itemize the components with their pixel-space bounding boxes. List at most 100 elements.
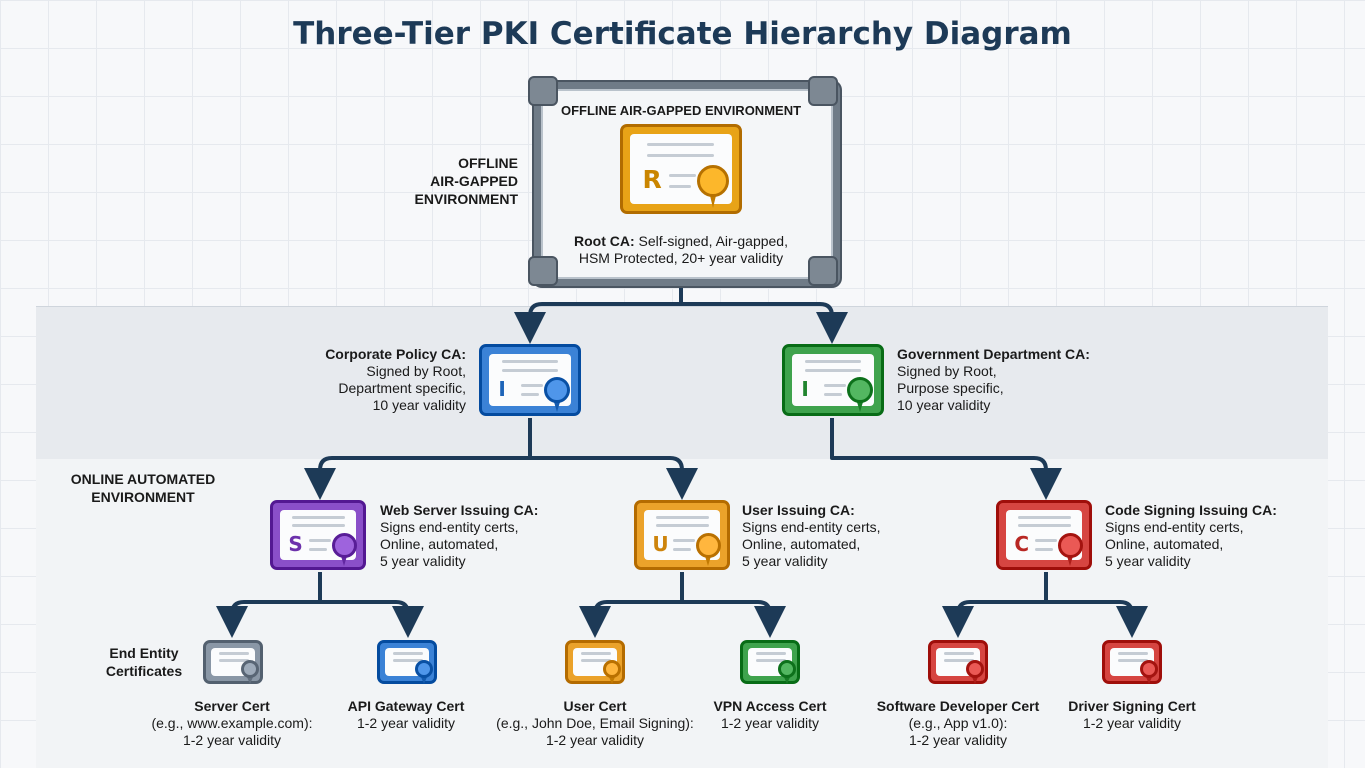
diagram-title: Three-Tier PKI Certificate Hierarchy Dia… (293, 16, 1072, 52)
certificate-letter: I (801, 377, 809, 402)
corporate-policy-ca-certificate-icon: I (479, 344, 581, 416)
certificate-text-line (1035, 539, 1057, 543)
code-signing-issuing-ca-certificate-icon: C (996, 500, 1092, 570)
seal-icon (241, 660, 260, 679)
connector-web-to-api (320, 600, 424, 638)
certificate-text-line (805, 368, 862, 372)
connector-root-to-policy-2 (681, 302, 848, 344)
government-department-ca-label: Government Department CA: Signed by Root… (897, 346, 1090, 413)
certificate-text-line (393, 651, 424, 655)
certificate-letter: U (652, 532, 669, 557)
seal-icon (847, 377, 874, 404)
connector-code-to-driver (1046, 600, 1148, 638)
certificate-text-line (656, 524, 709, 527)
connector-user-to-vpn (682, 600, 786, 638)
seal-icon (603, 660, 622, 679)
certificate-text-line (656, 515, 709, 519)
certificate-text-line (520, 384, 544, 388)
frame-corner-bolt (528, 256, 558, 286)
certificate-text-line (292, 524, 345, 527)
certificate-text-line (756, 658, 787, 662)
web-server-issuing-ca-certificate-icon: S (270, 500, 366, 570)
certificate-letter: C (1014, 532, 1030, 557)
seal-icon (544, 377, 571, 404)
certificate-text-line (1118, 658, 1149, 662)
government-department-ca-certificate-icon: I (782, 344, 884, 416)
software-developer-cert-label: Software Developer Cert (e.g., App v1.0)… (876, 698, 1040, 748)
certificate-text-line (669, 184, 692, 188)
user-cert-icon (565, 640, 625, 685)
web-server-issuing-ca-label: Web Server Issuing CA: Signs end-entity … (380, 502, 539, 569)
policy-tier-band (36, 306, 1328, 460)
connector-root-to-policy-1 (514, 302, 681, 344)
seal-icon (695, 532, 721, 558)
certificate-text-line (647, 154, 715, 157)
seal-icon (778, 660, 797, 679)
connector-web-to-server (216, 600, 320, 638)
certificate-letter: I (498, 377, 506, 402)
certificate-text-line (823, 384, 847, 388)
seal-icon (331, 532, 357, 558)
server-cert-icon (203, 640, 263, 685)
frame-corner-bolt (808, 76, 838, 106)
api-gateway-cert-icon (377, 640, 437, 685)
offline-zone-label: OFFLINE AIR-GAPPED ENVIRONMENT (414, 155, 518, 207)
certificate-text-line (647, 143, 715, 147)
certificate-text-line (756, 651, 787, 655)
connector-policy1-to-user (530, 456, 698, 500)
certificate-text-line (1118, 651, 1149, 655)
root-ca-certificate-icon: R (620, 124, 742, 214)
seal-icon (1057, 532, 1083, 558)
online-zone-label: ONLINE AUTOMATED ENVIRONMENT (70, 471, 216, 505)
driver-signing-cert-label: Driver Signing Cert 1-2 year validity (1068, 698, 1196, 731)
server-cert-label: Server Cert (e.g., www.example.com): 1-2… (151, 698, 313, 748)
corporate-policy-ca-label: Corporate Policy CA: Signed by Root, Dep… (325, 346, 466, 413)
connector-policy1-to-web (304, 456, 530, 500)
certificate-letter: S (288, 532, 303, 557)
certificate-text-line (1018, 515, 1071, 519)
certificate-text-line (944, 658, 975, 662)
frame-corner-bolt (808, 256, 838, 286)
certificate-text-line (219, 651, 250, 655)
frame-corner-bolt (528, 76, 558, 106)
certificate-text-line (1018, 524, 1071, 527)
certificate-text-line (581, 651, 612, 655)
driver-signing-cert-icon (1102, 640, 1162, 685)
certificate-text-line (581, 658, 612, 662)
certificate-text-line (823, 393, 843, 397)
certificate-text-line (1035, 547, 1053, 551)
connector-policy2-to-code (830, 418, 1062, 500)
user-cert-label: User Cert (e.g., John Doe, Email Signing… (496, 698, 694, 748)
code-signing-issuing-ca-label: Code Signing Issuing CA: Signs end-entit… (1105, 502, 1277, 569)
certificate-text-line (309, 547, 327, 551)
connector-user-to-usercert (579, 600, 682, 638)
certificate-text-line (805, 359, 862, 363)
connector-code-to-software (942, 600, 1046, 638)
certificate-text-line (393, 658, 424, 662)
software-developer-cert-icon (928, 640, 988, 685)
certificate-text-line (673, 547, 691, 551)
user-issuing-ca-certificate-icon: U (634, 500, 730, 570)
certificate-text-line (669, 173, 697, 177)
root-ca-label: Root CA: Self-signed, Air-gapped, HSM Pr… (574, 233, 788, 266)
certificate-text-line (219, 658, 250, 662)
end-entity-tier-label: End Entity Certificates (105, 645, 183, 679)
seal-icon (1140, 660, 1159, 679)
certificate-letter: R (642, 164, 662, 194)
certificate-text-line (502, 368, 559, 372)
api-gateway-cert-label: API Gateway Cert 1-2 year validity (347, 698, 465, 731)
seal-icon (697, 165, 730, 197)
certificate-text-line (520, 393, 540, 397)
vpn-access-cert-label: VPN Access Cert 1-2 year validity (713, 698, 827, 731)
certificate-text-line (502, 359, 559, 363)
certificate-text-line (309, 539, 331, 543)
seal-icon (966, 660, 985, 679)
vpn-access-cert-icon (740, 640, 800, 685)
certificate-text-line (673, 539, 695, 543)
certificate-text-line (292, 515, 345, 519)
user-issuing-ca-label: User Issuing CA: Signs end-entity certs,… (742, 502, 881, 569)
seal-icon (415, 660, 434, 679)
certificate-text-line (944, 651, 975, 655)
frame-label: OFFLINE AIR-GAPPED ENVIRONMENT (561, 103, 802, 118)
